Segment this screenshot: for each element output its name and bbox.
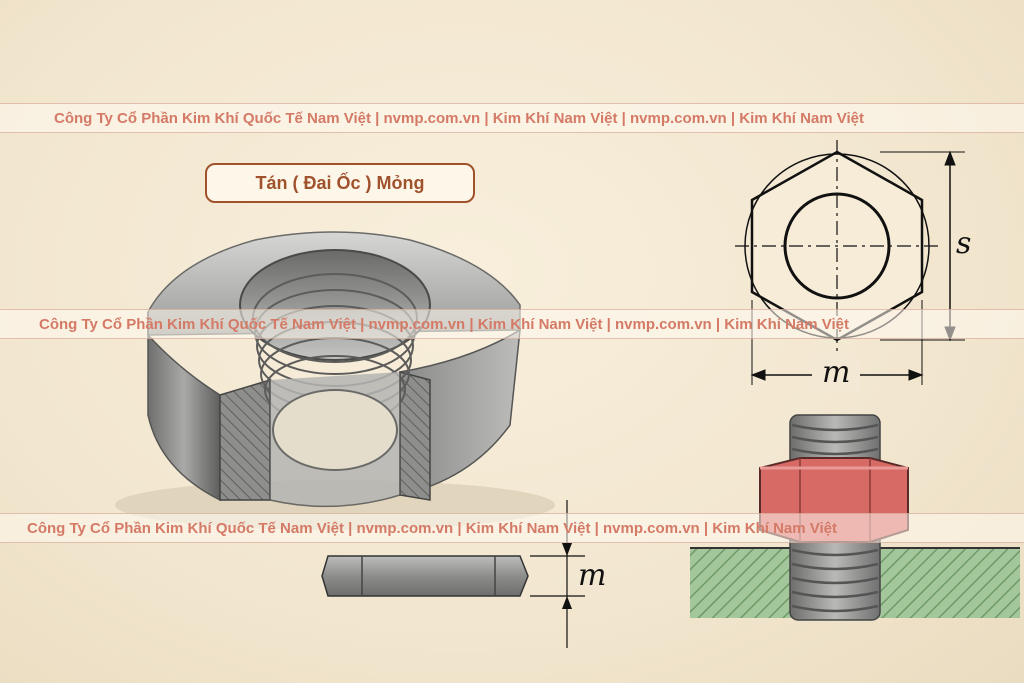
thin-nut-side-view-drawing bbox=[321, 500, 585, 648]
watermark-band-bottom: Công Ty Cổ Phần Kim Khí Quốc Tế Nam Việt… bbox=[0, 513, 1024, 543]
dimension-label-m-side-view: m bbox=[578, 558, 607, 593]
m-label-background bbox=[812, 358, 860, 392]
dimension-label-s: s bbox=[956, 226, 972, 261]
watermark-band-middle: Công Ty Cổ Phần Kim Khí Quốc Tế Nam Việt… bbox=[0, 309, 1024, 339]
hex-nut-top-view-drawing bbox=[735, 140, 965, 385]
watermark-band-top: Công Ty Cổ Phần Kim Khí Quốc Tế Nam Việt… bbox=[0, 103, 1024, 133]
thin-nut-cutaway-illustration bbox=[115, 231, 555, 530]
product-title: Tán ( Đai Ốc ) Mỏng bbox=[205, 163, 475, 203]
dimension-label-m-top-view: m bbox=[822, 355, 851, 390]
